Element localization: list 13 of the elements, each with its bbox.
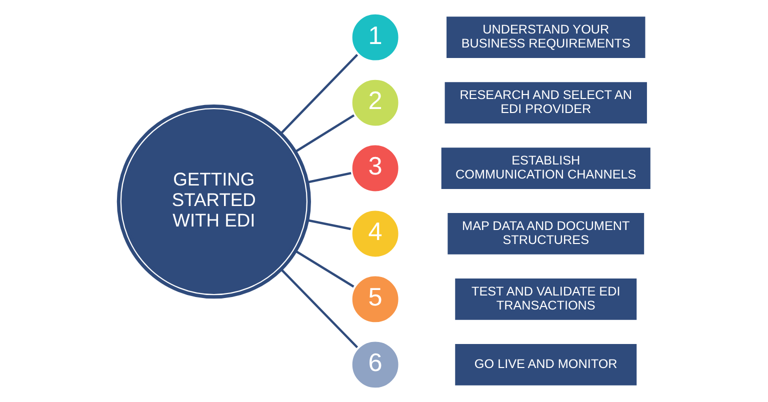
node-box: TEST AND VALIDATE EDI TRANSACTIONS <box>454 278 636 320</box>
node-box: ESTABLISH COMMUNICATION CHANNELS <box>440 148 650 189</box>
connector <box>294 250 354 288</box>
node-circle: GETTING STARTED WITH EDI <box>116 104 310 299</box>
connector <box>306 219 350 230</box>
node-box: MAP DATA AND DOCUMENT STRUCTURES <box>447 213 644 254</box>
connector <box>280 268 358 348</box>
node-box: RESEARCH AND SELECT AN EDI PROVIDER <box>444 82 646 124</box>
connector <box>294 114 354 153</box>
node-box: UNDERSTAND YOUR BUSINESS REQUIREMENTS <box>446 16 645 58</box>
connector <box>306 172 351 184</box>
connector <box>280 54 358 134</box>
node-box: GO LIVE AND MONITOR <box>454 344 636 386</box>
